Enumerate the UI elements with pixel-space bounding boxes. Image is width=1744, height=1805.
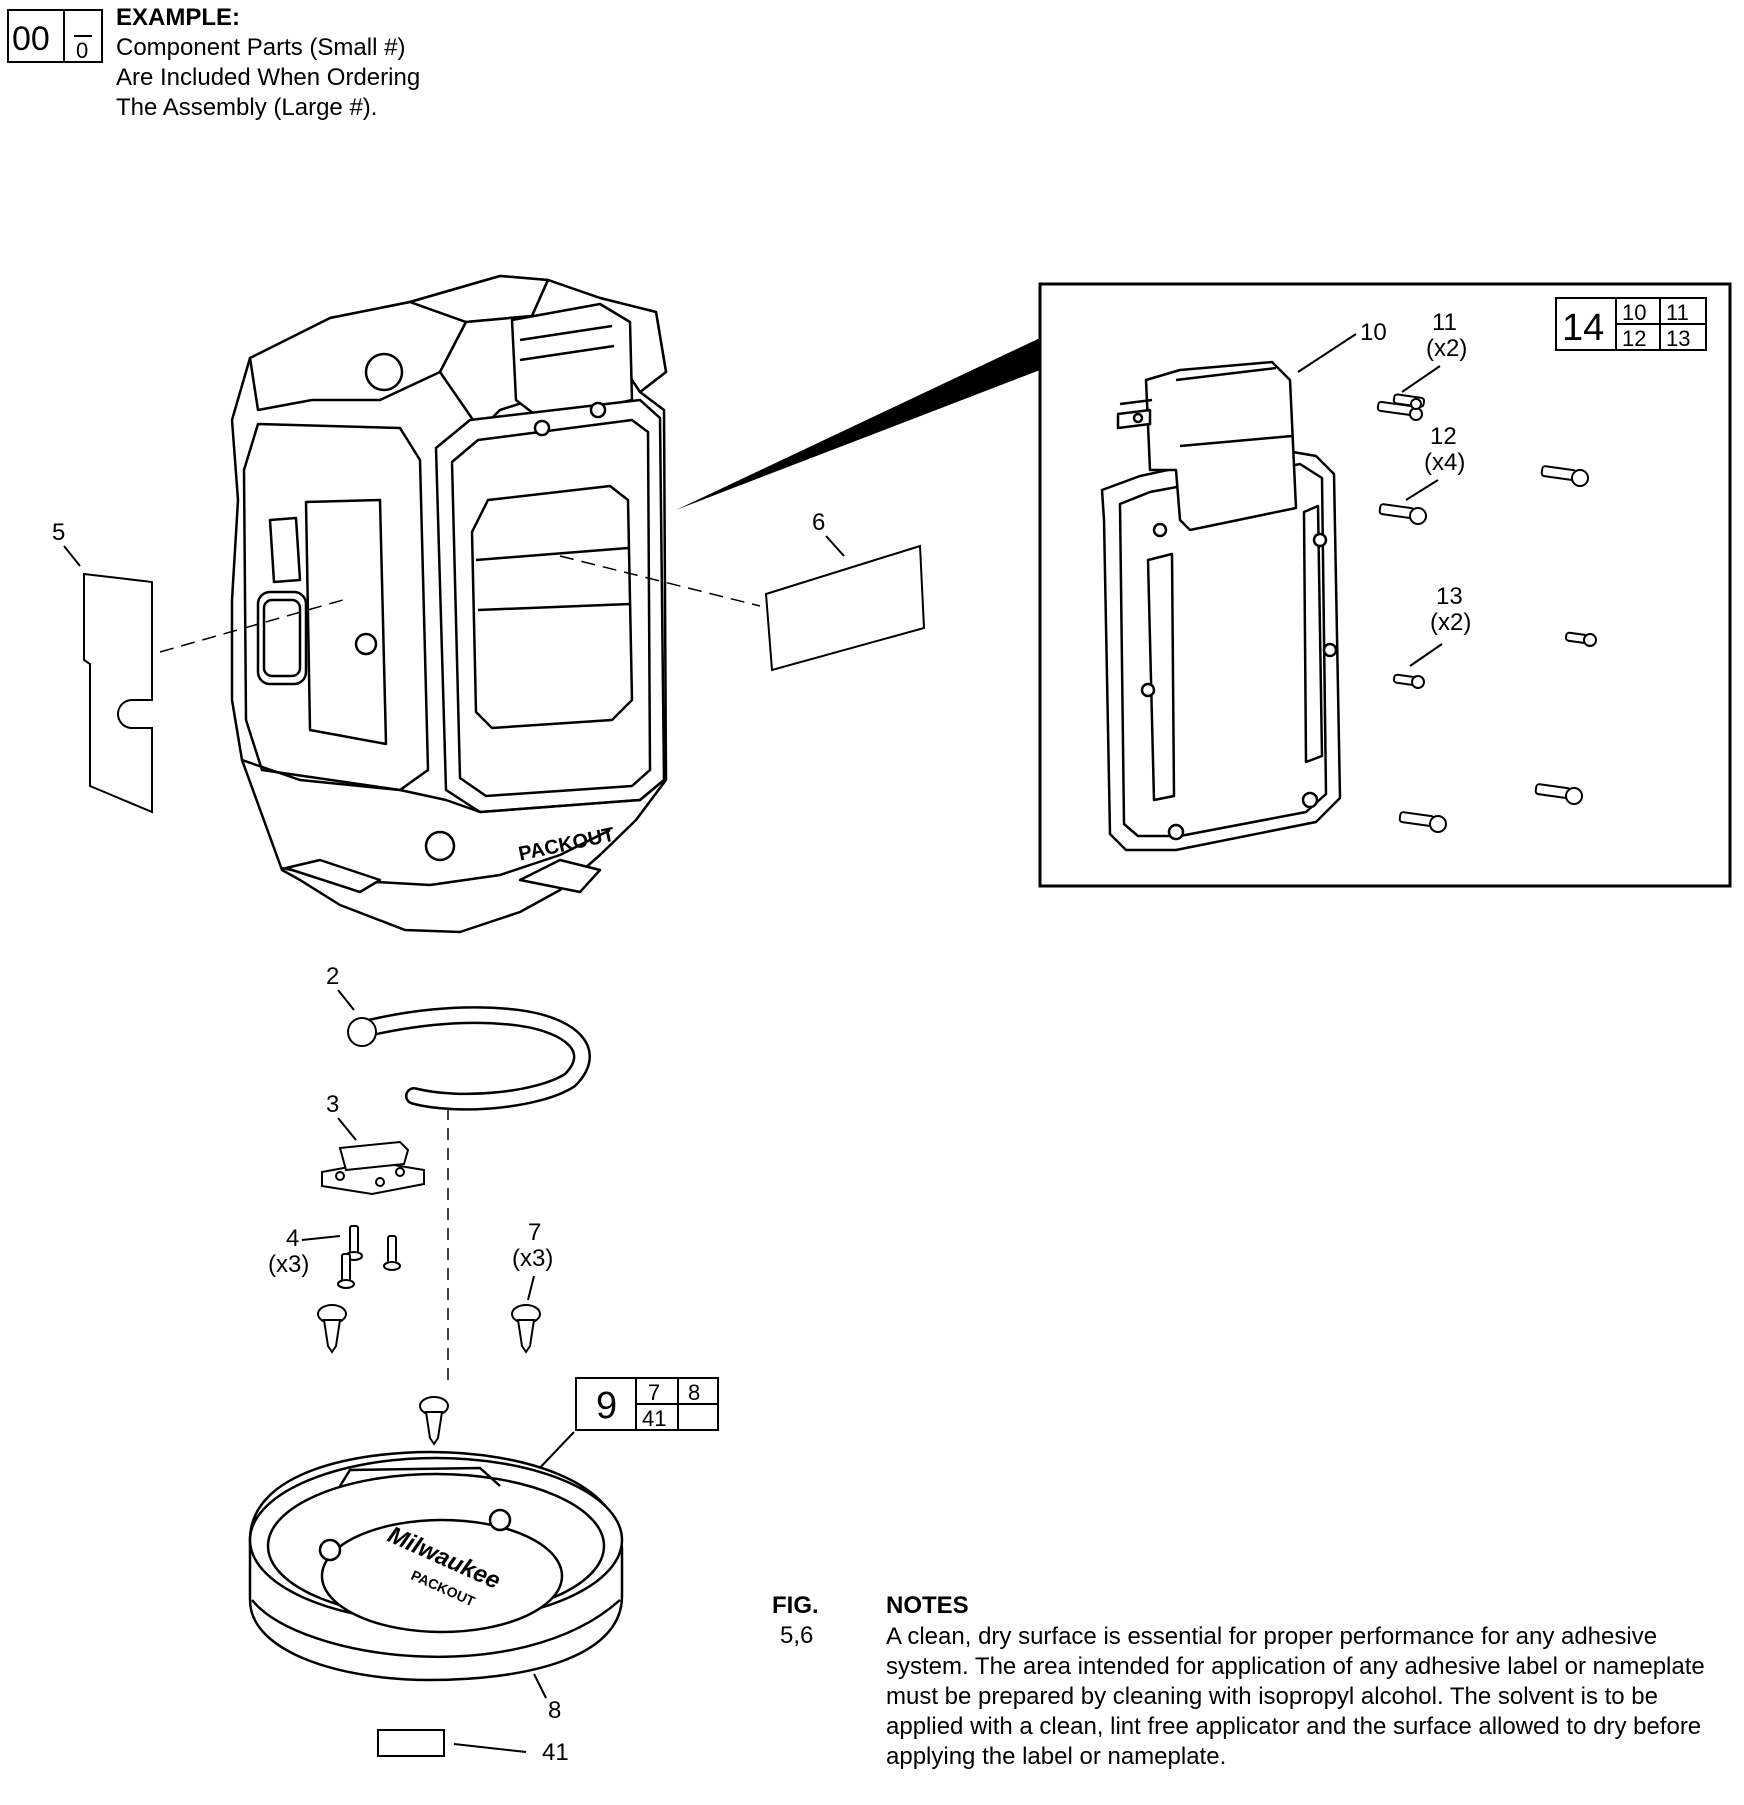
part-4-pins: [337, 1225, 401, 1289]
leader-13: [1409, 643, 1443, 667]
part-41-label: [377, 1729, 445, 1757]
leader-4: [301, 1235, 341, 1241]
callout-8: 8: [548, 1697, 561, 1724]
legend-component-number: 0: [76, 38, 88, 63]
callout-10: 10: [1360, 319, 1387, 346]
box9-comp-1: 7: [648, 1380, 660, 1405]
callout-6: 6: [812, 509, 825, 536]
box9-assembly: 9: [596, 1385, 617, 1427]
box14-comp-3: 12: [1622, 326, 1646, 351]
light-housing: [230, 274, 668, 934]
screws-12: [1378, 465, 1589, 833]
leader-7: [527, 1275, 535, 1301]
part-2-hook-ball: [347, 1017, 377, 1047]
legend-assembly-number: 00: [12, 20, 50, 58]
callout-2: 2: [326, 963, 339, 990]
callout-5: 5: [52, 519, 65, 546]
assembly-box-9: [575, 1377, 719, 1431]
callout-7-qty: (x3): [512, 1245, 553, 1272]
box14-assembly: 14: [1562, 307, 1604, 349]
callout-12: 12: [1430, 423, 1457, 450]
assembly-box-14: [1555, 297, 1707, 351]
part-6-label: [764, 544, 926, 672]
screws-13: [1392, 631, 1597, 689]
legend-line-3: The Assembly (Large #).: [116, 94, 378, 121]
leader-2: [337, 989, 355, 1011]
legend-line-2: Are Included When Ordering: [116, 64, 421, 91]
leader-5: [63, 545, 81, 567]
part-5-label: [83, 572, 153, 814]
centerline-6: [559, 555, 761, 607]
notes-fig-value: 5,6: [780, 1622, 814, 1649]
callout-13-qty: (x2): [1430, 609, 1471, 636]
leader-41: [453, 1743, 527, 1753]
part-8-base: [248, 1450, 624, 1682]
box14-comp-4: 13: [1666, 326, 1690, 351]
callout-4-qty: (x3): [268, 1251, 309, 1278]
part-10-power-supply: [1100, 360, 1342, 852]
detail-wedge: [676, 338, 1040, 510]
centerline-5: [159, 597, 351, 653]
box9-comp-3: 41: [642, 1406, 666, 1431]
box14-comp-2: 11: [1666, 300, 1689, 325]
callout-7: 7: [528, 1219, 541, 1246]
box14-comp-1: 10: [1622, 300, 1646, 325]
leader-11: [1401, 365, 1441, 393]
callout-13: 13: [1436, 583, 1463, 610]
callout-11: 11: [1432, 309, 1457, 336]
callout-12-qty: (x4): [1424, 449, 1465, 476]
notes-title: NOTES: [886, 1592, 969, 1619]
part-2-hook-inner: [353, 1008, 589, 1109]
legend-example-box: [7, 9, 103, 63]
box9-comp-2: 8: [688, 1380, 700, 1405]
leader-3: [337, 1117, 357, 1141]
notes-fig-heading: FIG.: [772, 1592, 819, 1619]
screws-11: [1376, 393, 1426, 421]
callout-11-qty: (x2): [1426, 335, 1467, 362]
callout-41: 41: [542, 1739, 569, 1766]
callout-3: 3: [326, 1091, 339, 1118]
callout-4: 4: [286, 1225, 299, 1252]
leader-6: [825, 535, 845, 557]
leader-10: [1297, 333, 1357, 373]
leader-8: [533, 1673, 547, 1699]
legend-line-1: Component Parts (Small #): [116, 34, 406, 61]
leader-12: [1405, 479, 1439, 501]
legend-heading: EXAMPLE:: [116, 4, 241, 31]
part-7-screws: [317, 1304, 541, 1446]
notes-body: A clean, dry surface is essential for pr…: [886, 1623, 1705, 1770]
part-3-clip: [321, 1140, 425, 1196]
